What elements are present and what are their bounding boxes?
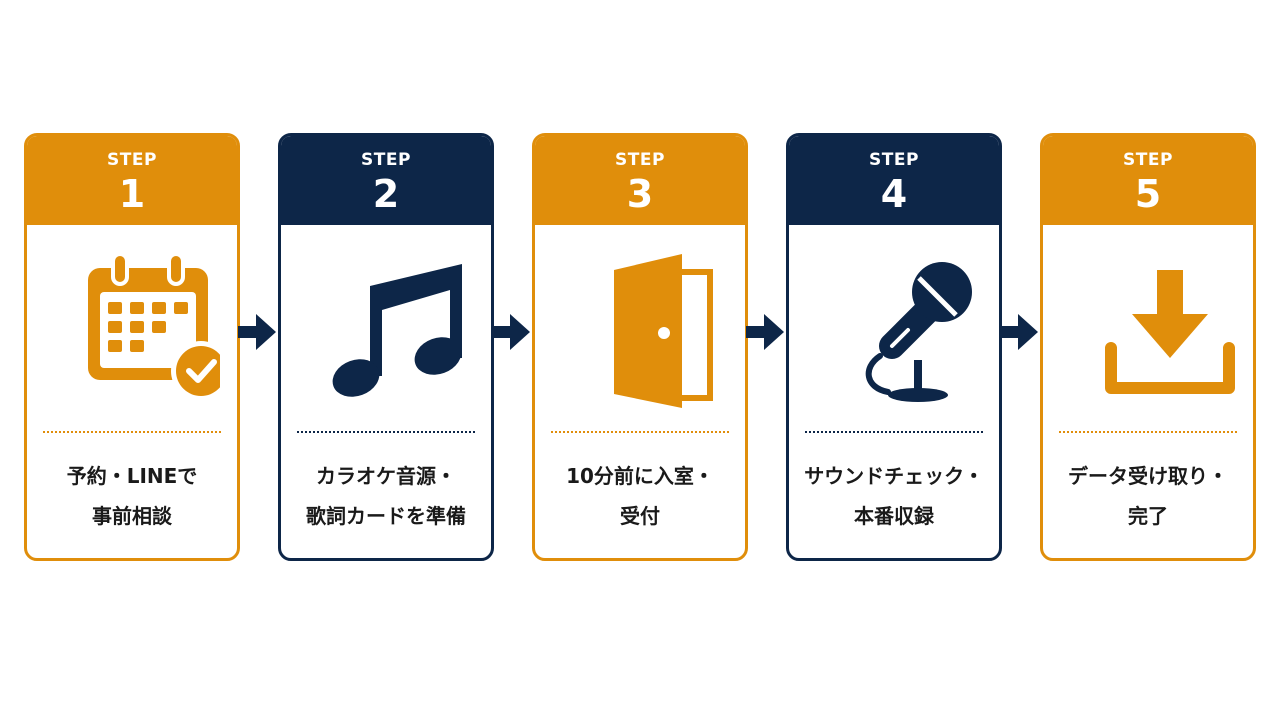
step-label-line: 10分前に入室・ <box>566 464 714 488</box>
step-label-line: 本番収録 <box>854 504 934 528</box>
arrow-right-icon <box>1000 312 1040 352</box>
arrow-right-icon <box>238 312 278 352</box>
arrow-right-icon <box>492 312 532 352</box>
step-word: STEP <box>615 150 665 170</box>
step-header-3: STEP 3 <box>535 136 745 225</box>
arrow-right-icon <box>746 312 786 352</box>
dotted-divider <box>551 431 729 433</box>
step-label-line: 予約・LINEで <box>66 464 198 488</box>
download-icon <box>1066 248 1236 408</box>
calendar-check-icon <box>50 248 220 408</box>
step-label-line: 歌詞カードを準備 <box>306 504 466 528</box>
door-icon <box>558 248 728 408</box>
step-card-3: STEP 3 10分前に入室・ 受付 <box>532 133 748 561</box>
step-number: 5 <box>1134 172 1162 216</box>
step-word: STEP <box>107 150 157 170</box>
step-label-5: データ受け取り・ 完了 <box>1049 456 1247 536</box>
step-word: STEP <box>869 150 919 170</box>
step-card-2: STEP 2 カラオケ音源・ 歌詞カードを準備 <box>278 133 494 561</box>
dotted-divider <box>297 431 475 433</box>
step-header-4: STEP 4 <box>789 136 999 225</box>
microphone-icon <box>812 248 982 408</box>
music-note-icon <box>304 248 474 408</box>
step-label-line: 受付 <box>620 504 660 528</box>
step-header-2: STEP 2 <box>281 136 491 225</box>
step-card-4: STEP 4 サウンドチェック・ 本番収録 <box>786 133 1002 561</box>
step-label-4: サウンドチェック・ 本番収録 <box>795 456 993 536</box>
step-label-line: データ受け取り・ <box>1068 464 1228 488</box>
step-label-line: サウンドチェック・ <box>804 464 984 488</box>
step-card-1: STEP 1 <box>24 133 240 561</box>
step-label-2: カラオケ音源・ 歌詞カードを準備 <box>287 456 485 536</box>
step-word: STEP <box>1123 150 1173 170</box>
step-number: 4 <box>880 172 908 216</box>
step-label-line: 事前相談 <box>92 504 172 528</box>
step-header-1: STEP 1 <box>27 136 237 225</box>
step-label-line: 完了 <box>1128 504 1168 528</box>
step-number: 3 <box>626 172 654 216</box>
step-number: 2 <box>372 172 400 216</box>
dotted-divider <box>1059 431 1237 433</box>
dotted-divider <box>43 431 221 433</box>
step-label-1: 予約・LINEで 事前相談 <box>33 456 231 536</box>
dotted-divider <box>805 431 983 433</box>
step-header-5: STEP 5 <box>1043 136 1253 225</box>
step-word: STEP <box>361 150 411 170</box>
step-card-5: STEP 5 データ受け取り・ 完了 <box>1040 133 1256 561</box>
step-label-3: 10分前に入室・ 受付 <box>541 456 739 536</box>
step-label-line: カラオケ音源・ <box>316 464 456 488</box>
step-number: 1 <box>118 172 146 216</box>
